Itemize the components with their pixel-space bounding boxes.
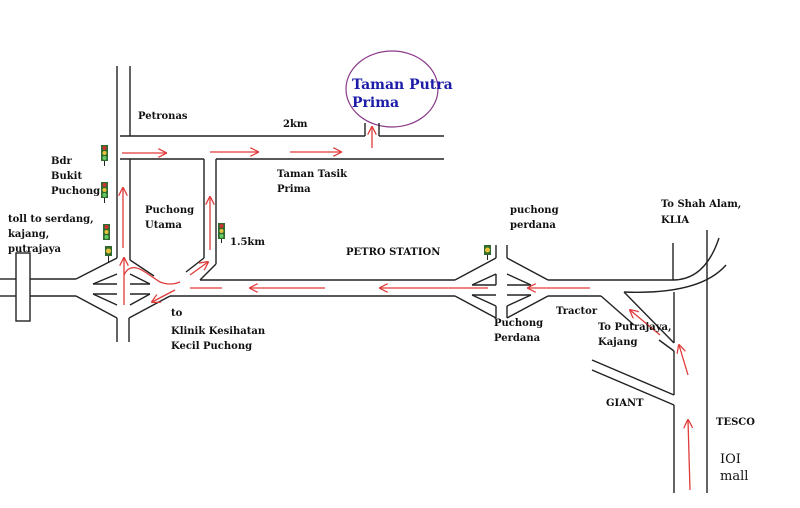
label-line: Kecil Puchong: [171, 341, 253, 352]
label-line: Puchong: [494, 318, 544, 329]
traffic-light-icon: [105, 246, 112, 262]
label-line: to: [171, 308, 183, 319]
label-1-5km: 1.5km: [230, 237, 265, 248]
traffic-light-icon: [484, 245, 491, 260]
label-line: Taman Tasik: [277, 169, 348, 180]
label-petronas: Petronas: [138, 111, 188, 122]
label-giant: GIANT: [606, 398, 644, 409]
label-line: Bukit: [51, 171, 83, 182]
top-road: [120, 123, 444, 160]
label-line: putrajaya: [8, 244, 62, 255]
label-klinik: to Klinik Kesihatan Kecil Puchong: [171, 306, 265, 354]
label-line: Kajang: [598, 337, 638, 348]
traffic-lights: [101, 145, 491, 262]
label-line: Utama: [145, 220, 182, 231]
label-line: Klinik Kesihatan: [171, 326, 266, 337]
label-bdr-bukit-puchong: Bdr Bukit Puchong: [51, 154, 100, 199]
route-arrow: [630, 310, 661, 336]
label-ioi-mall: IOI mall: [720, 451, 748, 485]
label-line: IOI: [720, 452, 741, 467]
label-line: perdana: [510, 220, 556, 231]
destination-ring: [345, 50, 439, 128]
destination-label: Taman Putra Prima: [352, 76, 453, 112]
east-highway: [591, 230, 727, 493]
label-line: Prima: [277, 184, 311, 195]
label-line: mall: [720, 469, 749, 484]
label-line: Bdr: [51, 156, 72, 167]
label-line: Perdana: [494, 333, 541, 344]
destination-line1: Taman Putra: [352, 77, 453, 93]
route-arrow: [688, 420, 690, 491]
label-petro-station: PETRO STATION: [346, 247, 441, 258]
destination-line2: Prima: [352, 95, 400, 111]
label-line: puchong: [510, 205, 559, 216]
traffic-light-icon: [103, 224, 110, 240]
label-puchong-perdana-north: puchong perdana: [510, 203, 559, 233]
label-toll: toll to serdang, kajang, putrajaya: [8, 212, 94, 257]
label-tractor: Tractor: [556, 306, 598, 317]
label-line: toll to serdang,: [8, 214, 94, 225]
label-line: To Putrajaya,: [598, 322, 672, 333]
route-arrow: [679, 345, 689, 376]
label-puchong-utama: Puchong Utama: [145, 203, 194, 233]
label-to-shah-alam: To Shah Alam, KLIA: [661, 197, 741, 228]
main-road: [0, 245, 673, 322]
route-arrow: [123, 267, 181, 285]
route-arrows: [122, 127, 690, 491]
utama-vertical-road: [185, 159, 217, 281]
left-vertical-road: [116, 66, 131, 342]
label-line: Puchong: [51, 186, 101, 197]
route-arrow: [189, 262, 208, 276]
label-taman-tasik-prima: Taman Tasik Prima: [277, 167, 347, 197]
label-2km: 2km: [283, 119, 308, 130]
label-puchong-perdana-south: Puchong Perdana: [494, 316, 543, 346]
label-tesco: TESCO: [716, 417, 755, 428]
label-line: Puchong: [145, 205, 195, 216]
traffic-light-icon: [101, 182, 108, 203]
label-to-putrajaya: To Putrajaya, Kajang: [598, 320, 671, 350]
traffic-light-icon: [218, 223, 225, 243]
route-arrow: [152, 289, 176, 302]
label-line: KLIA: [661, 215, 690, 226]
label-line: To Shah Alam,: [661, 199, 742, 210]
traffic-light-icon: [101, 145, 108, 166]
label-line: kajang,: [8, 229, 50, 240]
